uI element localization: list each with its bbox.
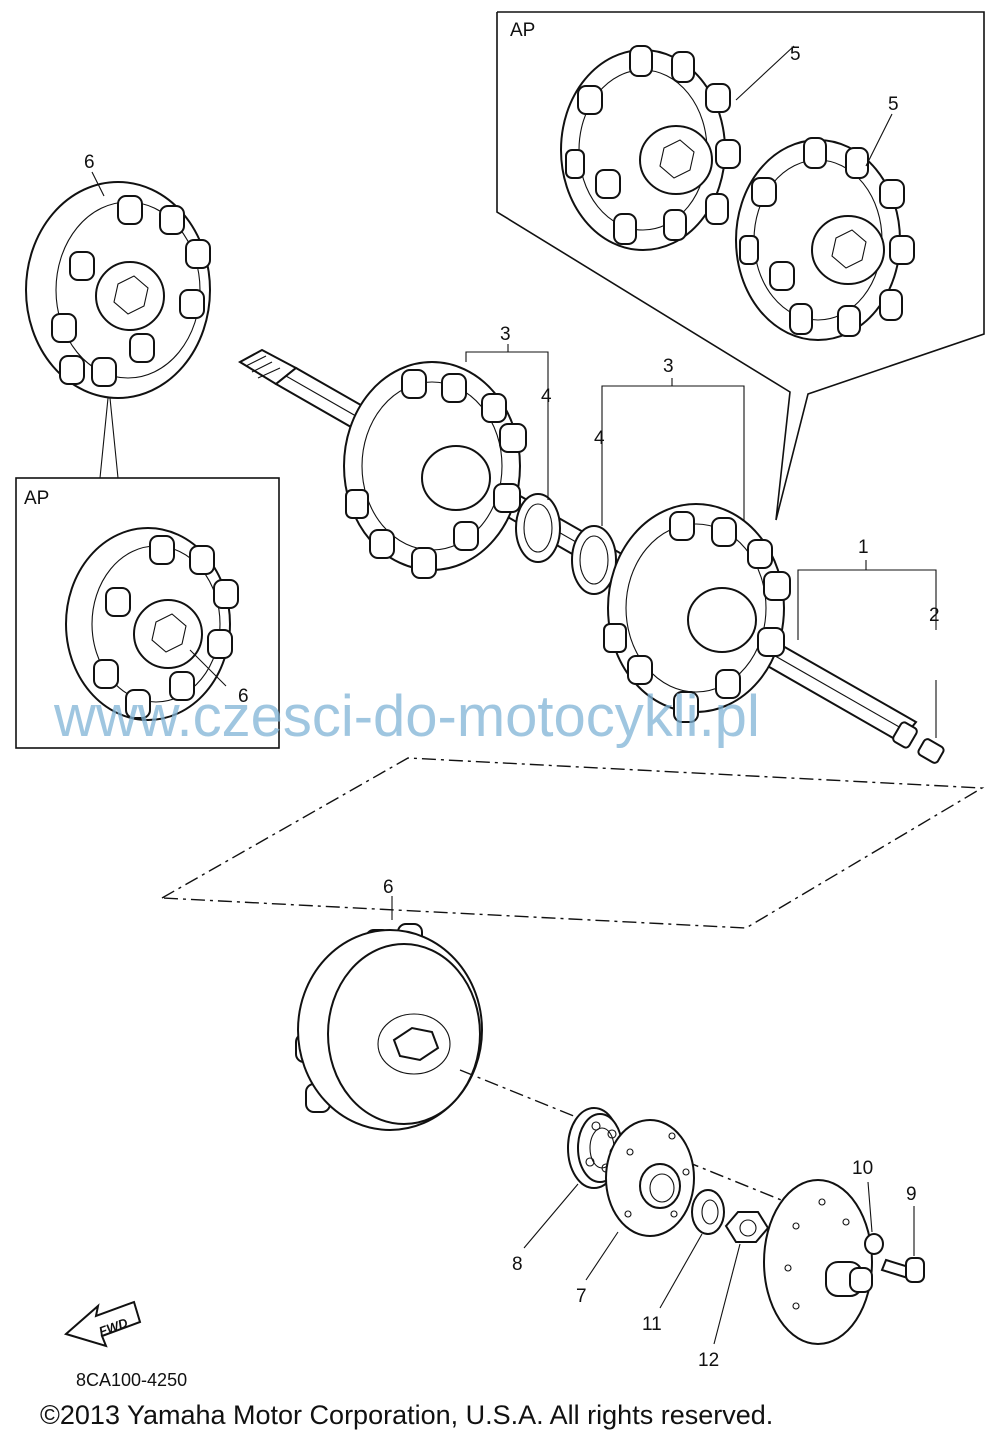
diagram-code: 8CA100-4250 — [76, 1370, 187, 1390]
callout-10: 10 — [852, 1158, 873, 1179]
assembly-outline — [159, 757, 985, 929]
watermark: www.czesci-do-motocykli.pl — [53, 684, 760, 749]
washer-11: 11 — [642, 1189, 725, 1335]
spacer-ring-right — [571, 525, 617, 595]
callout-6a: 6 — [84, 152, 95, 173]
callout-5b: 5 — [888, 94, 899, 115]
hub-plate — [763, 1179, 873, 1345]
callout-6c: 6 — [238, 686, 249, 707]
callout-11: 11 — [642, 1314, 662, 1335]
ap-label-left: AP — [24, 488, 49, 509]
nut-12: 12 — [698, 1211, 770, 1371]
sprocket-3-right — [603, 503, 791, 723]
callout-5a: 5 — [790, 44, 801, 65]
spacer-ring-left — [515, 493, 561, 563]
drive-shaft-assembly: 3 4 3 4 1 2 — [238, 324, 945, 764]
callout-2: 2 — [929, 605, 940, 626]
ap-box-left: AP 6 — [15, 397, 280, 749]
callout-4a: 4 — [541, 386, 552, 407]
callout-1: 1 — [858, 537, 869, 558]
sprocket-6-upper-left: 6 — [25, 152, 211, 399]
callout-3b: 3 — [663, 356, 674, 377]
sprocket-6-ap — [65, 527, 239, 721]
callout-3a: 3 — [500, 324, 511, 345]
ap-box-top: AP — [496, 11, 985, 521]
callout-7: 7 — [576, 1286, 587, 1307]
callout-6b: 6 — [383, 877, 394, 898]
flange-7: 7 — [576, 1119, 695, 1307]
sprocket-6-lower: 6 — [295, 877, 483, 1131]
bolt-9: 9 — [880, 1184, 925, 1283]
copyright: ©2013 Yamaha Motor Corporation, U.S.A. A… — [40, 1400, 773, 1430]
callout-8: 8 — [512, 1254, 523, 1275]
sprocket-3-left — [343, 361, 527, 579]
callout-12: 12 — [698, 1350, 719, 1371]
sprocket-5-right — [735, 137, 915, 341]
washer-10: 10 — [852, 1158, 884, 1255]
ap-label-top: AP — [510, 20, 535, 41]
callout-9: 9 — [906, 1184, 917, 1205]
callout-4b: 4 — [594, 428, 605, 449]
fwd-arrow-icon: FWD — [63, 1300, 142, 1348]
sprocket-5-left — [560, 45, 741, 251]
plug-2 — [917, 738, 945, 764]
